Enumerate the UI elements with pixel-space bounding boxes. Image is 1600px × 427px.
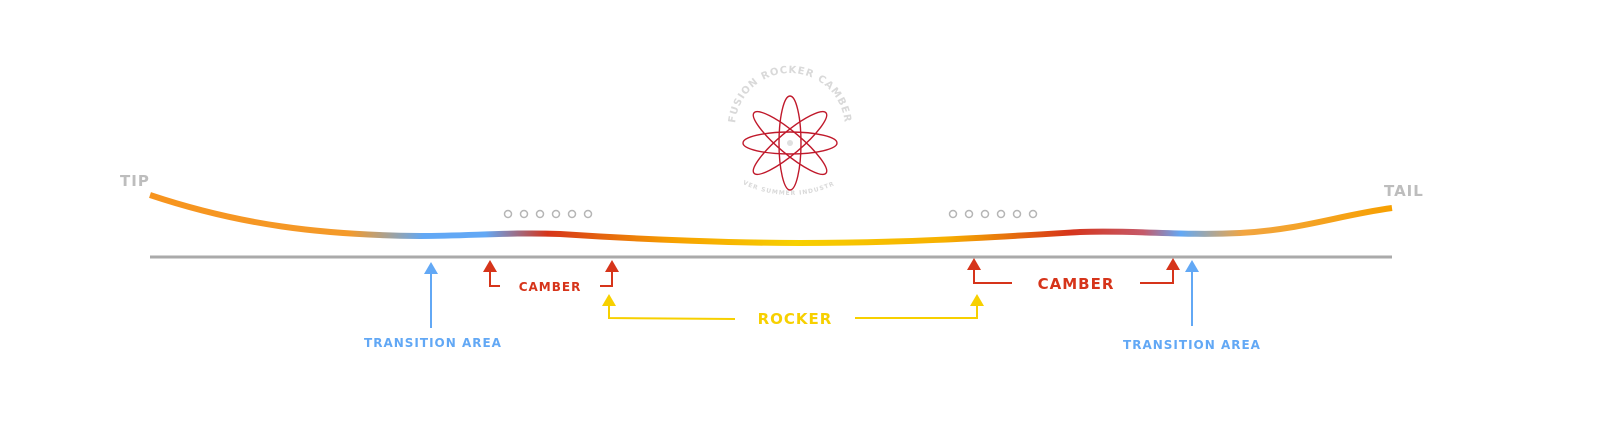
board-profile bbox=[149, 192, 1393, 247]
camber-right-bracket bbox=[973, 268, 1174, 284]
transition-left-arrow-icon bbox=[424, 262, 438, 274]
rocker-arrow-icon bbox=[970, 294, 984, 306]
camber-right-arrow-icon bbox=[967, 258, 981, 270]
tip-label: TIP bbox=[120, 172, 150, 190]
camber-left-arrow-icon bbox=[605, 260, 619, 272]
rocker-label: ROCKER bbox=[758, 310, 833, 328]
front-binding-inserts bbox=[503, 209, 593, 219]
transition-area-right-label: TRANSITION AREA bbox=[1123, 338, 1261, 352]
rocker-bracket bbox=[608, 305, 978, 320]
rocker-arrow-icon bbox=[602, 294, 616, 306]
camber-right-arrow-icon bbox=[1166, 258, 1180, 270]
logo-subtitle: NEVER SUMMER INDUSTRIES bbox=[0, 0, 836, 197]
atom-icon bbox=[742, 95, 838, 191]
camber-left-label: CAMBER bbox=[519, 280, 582, 294]
camber-left-bracket bbox=[489, 270, 613, 287]
transition-right-arrow-icon bbox=[1185, 260, 1199, 272]
logo-title: FUSION ROCKER CAMBER bbox=[727, 65, 853, 124]
transition-area-left-label: TRANSITION AREA bbox=[364, 336, 502, 350]
fusion-rocker-camber-logo: FUSION ROCKER CAMBER NEVER SUMMER INDUST… bbox=[0, 0, 853, 197]
tail-label: TAIL bbox=[1384, 182, 1424, 200]
camber-right-label: CAMBER bbox=[1038, 275, 1115, 293]
camber-left-arrow-icon bbox=[483, 260, 497, 272]
transition-arrow-left bbox=[424, 262, 438, 328]
transition-arrow-right bbox=[1185, 260, 1199, 326]
rear-binding-inserts bbox=[948, 209, 1038, 219]
